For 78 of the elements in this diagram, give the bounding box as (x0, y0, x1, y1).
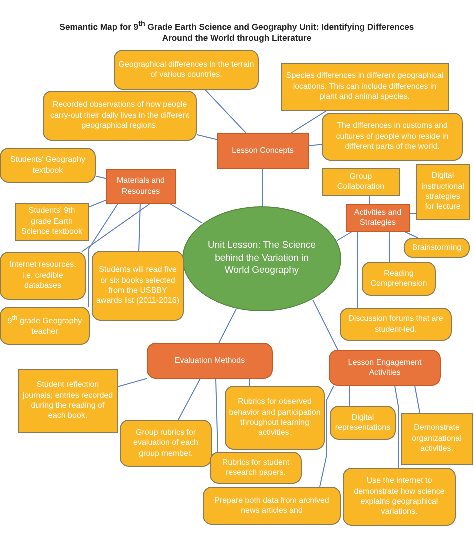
connector-line (312, 300, 338, 350)
connector-line (96, 176, 106, 180)
node-text: Group rubrics for evaluation of each group member. (132, 428, 200, 460)
node-text: Rubrics for observed behavior and participation throughout learning activities. (229, 397, 321, 439)
category-box (106, 169, 176, 204)
node-text: Students will read five or six books selected from the USBBY awards list (2011-2016) (96, 265, 180, 307)
connector-line (394, 386, 399, 468)
connector-line (178, 378, 201, 420)
connector-line (404, 232, 418, 238)
node-text: 9$^{th}$ grade Geography teacher (6, 314, 84, 338)
idea-box (401, 413, 473, 465)
category-box (346, 204, 410, 232)
idea-box (322, 113, 463, 161)
node-text: Rubrics for student research papers. (221, 458, 291, 478)
connector-line (82, 204, 150, 252)
node-text: Student reflection journals; entries recorded during the reading of each book. (22, 380, 114, 422)
node-text: Geographical differences in the terrain of various countries. (118, 60, 255, 80)
idea-box (225, 386, 325, 450)
connector-line (170, 204, 204, 224)
connector-line (88, 204, 118, 308)
node-text: Use the internet to demonstrate how science explains geographical variations. (353, 476, 446, 518)
idea-box (15, 203, 89, 241)
idea-box (0, 252, 86, 300)
node-text: Prepare both data from archived news articles and (214, 496, 330, 516)
connector-line (88, 200, 106, 208)
connector-line (218, 308, 237, 344)
node-text: Brainstorming (412, 242, 462, 254)
node-text: Materials and Resources (116, 176, 166, 197)
connector-line (336, 232, 352, 242)
idea-box (416, 164, 470, 220)
idea-box (18, 369, 118, 433)
category-box (329, 350, 441, 386)
idea-box (210, 452, 302, 484)
idea-box (330, 406, 396, 440)
idea-box (120, 420, 212, 467)
node-text: Species differences in different geographical locations. This can include differences in plant and animal species. (285, 71, 445, 103)
node-text: Digital representations (334, 412, 392, 434)
connector-line (118, 378, 148, 388)
idea-box (281, 63, 449, 111)
node-text: Students' Geography textbook (10, 155, 86, 176)
connector-line (216, 378, 218, 452)
node-text: Unit Lesson: The Science behind the Variation in World Geography (206, 240, 318, 278)
idea-box (362, 262, 436, 296)
node-text: Activities and Strategies (353, 208, 403, 228)
idea-box (322, 168, 400, 196)
category-box (217, 133, 309, 169)
idea-box (343, 468, 456, 526)
node-text: Students' 9th grade Earth Science textbook (20, 206, 84, 238)
connector-line (204, 90, 246, 134)
idea-box (203, 487, 341, 525)
node-text: Reading Comprehension (370, 268, 428, 290)
node-text: Internet resources, i.e. credible databases (8, 260, 78, 292)
node-text: The differences in customs and cultures of people who reside in different parts of the world. (335, 121, 450, 153)
idea-box (0, 148, 96, 183)
connector-line (138, 204, 141, 252)
node-text: Group Collaboration (336, 172, 386, 192)
connector-line (196, 134, 218, 140)
connector-line (262, 168, 264, 206)
idea-box (92, 251, 184, 321)
idea-box (43, 91, 197, 141)
idea-box (0, 307, 90, 345)
connector-line (414, 386, 420, 414)
idea-box (340, 308, 452, 341)
node-text: Recorded observations of how people carry-out their daily lives in the different geographical regions. (49, 100, 191, 132)
title: Semantic Map for 9$^{th}$ Grade Earth Science and Geography Unit: Identifying Differences Around the World through Literature (58, 20, 416, 46)
connector-line (308, 144, 322, 147)
node-text: Evaluation Methods (174, 356, 246, 366)
node-text: Discussion forums that are student-led. (348, 314, 444, 335)
connector-line (320, 386, 334, 488)
category-box (147, 343, 273, 379)
node-text: Lesson Engagement Activities (347, 358, 423, 378)
idea-box (404, 238, 470, 258)
idea-box (114, 50, 259, 90)
node-text: Demonstrate organizational activities. (411, 423, 463, 455)
connector-line (291, 110, 328, 134)
central-ellipse (182, 206, 342, 312)
node-text: Lesson Concepts (232, 146, 294, 156)
node-text: Digital instructional strategies for lecture (420, 171, 466, 213)
